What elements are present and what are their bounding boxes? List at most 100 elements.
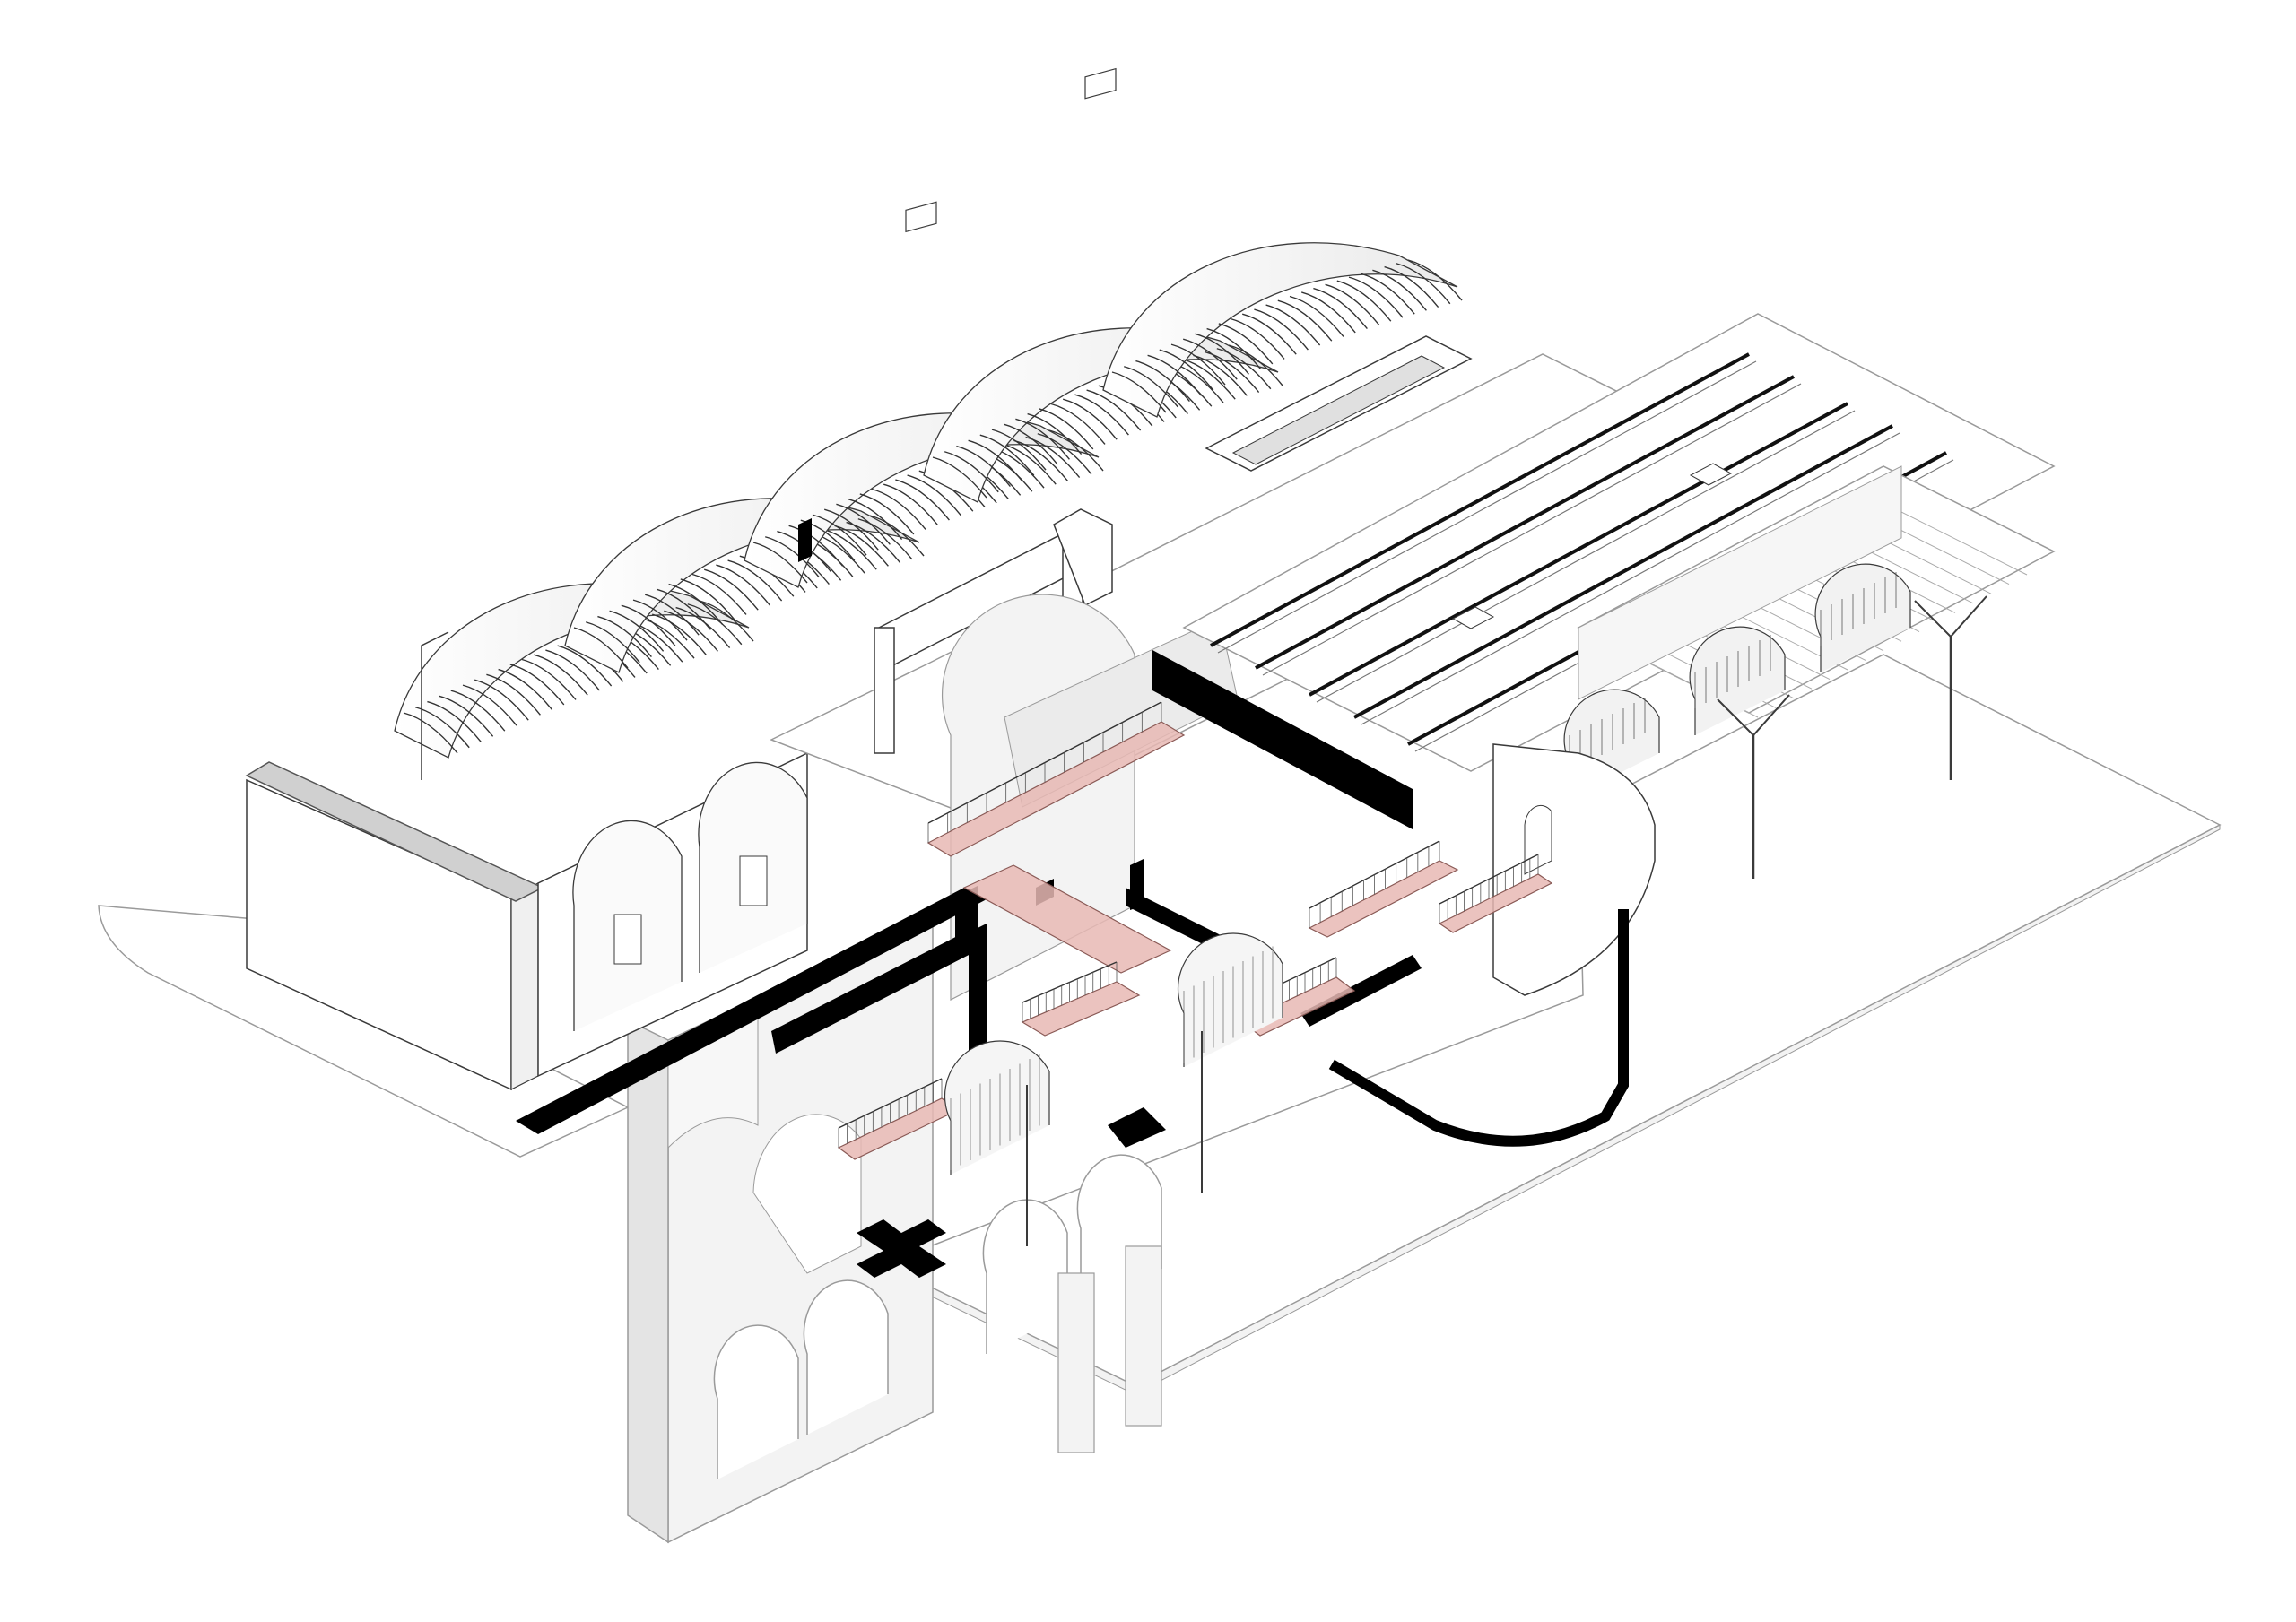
vault-rib [857,518,913,560]
barrel-vault-roofs [394,67,1463,780]
vault-rib [1301,291,1356,334]
vault-rib [687,603,743,646]
canopy-column-head [1717,694,1790,737]
vault-rib [699,600,754,642]
vault-rib [727,559,783,602]
vault-rib [788,525,844,567]
vault-rib [1325,283,1380,325]
ground-slab-left [98,905,630,1158]
canopy-arch-3 [1814,563,1911,672]
vault-rib [1039,408,1094,450]
glazed-arch-2 [1177,932,1283,1067]
vault-rib [1086,389,1142,431]
vault-rib [1181,358,1236,400]
rail-edge-1 [1217,360,1757,654]
vault-rib [1313,287,1368,329]
vault-rib [1254,308,1309,351]
walkway-right [1308,860,1459,938]
barrel-vault-4 [923,67,1283,503]
barrel-vault-2 [564,498,925,673]
rail-edge-4 [1361,432,1900,725]
vault-rib [1037,433,1092,475]
platform-end-wall [1492,743,1656,996]
walkway-deck [1021,981,1141,1037]
vault-rib [846,521,901,563]
vault-rib [834,525,889,567]
vault-rib [668,583,724,625]
pillar-2 [1125,1245,1162,1427]
viaduct-arch-1 [713,1324,799,1479]
track-hatch [1689,463,1733,486]
vault-rib [450,690,506,732]
rail-3 [1309,402,1848,697]
vault-rib [895,479,950,521]
barrel-vault-1 [394,583,754,759]
path-second-diagonal [771,928,978,1054]
vault-rib [586,621,640,664]
vault-rib [956,445,1011,487]
vault-rib [498,668,553,710]
vault-rib [812,514,867,556]
vault-rib [1004,423,1058,465]
vault-skylight [905,201,937,233]
vault-rib [657,588,711,630]
vault-rib [645,594,700,636]
vault-shell [923,327,1279,503]
section-tower-head [1053,508,1113,607]
vault-rib [1048,429,1104,472]
vault-rib [1218,323,1274,365]
gable-edge [421,631,449,780]
vault-rib [1015,418,1070,460]
vault-rib [1372,269,1427,311]
section-column-left [874,627,895,754]
vault-rib [632,599,688,641]
platform-canopy [1492,465,2056,996]
vault-rib [1361,273,1415,315]
vault-rib [1013,439,1068,481]
vault-rib [1159,349,1214,391]
platform-end-door [1524,804,1552,875]
vault-rib [944,451,999,493]
vault-rib [1147,354,1203,396]
vault-rib [848,498,903,540]
vault-rib [474,679,529,721]
vault-rib [652,613,707,655]
vault-rib [486,673,541,716]
building-bay-door-1 [613,914,642,965]
roof-skylight-opening [1231,355,1446,465]
canopy-fascia [1578,465,1902,700]
vault-rib [704,568,759,611]
track-bed [1182,313,2056,772]
vault-rib [716,564,770,606]
cross-marker [857,1219,946,1278]
canopy-arch-2 [1689,626,1786,735]
path-right-beam [1300,955,1422,1027]
vault-rib [403,712,458,754]
vault-rib [1384,265,1439,308]
vault-rib [1027,412,1083,455]
vault-rib [573,627,629,669]
vault-rib [991,429,1047,471]
vault-rib [1135,360,1190,402]
vault-rib [824,508,879,551]
vault-rib [1277,299,1333,342]
walkway-deck [962,864,1172,974]
vault-rib [1205,351,1260,393]
rail-edge-2 [1262,383,1802,676]
vault-rib [1206,327,1262,369]
viaduct-arch-2 [803,1279,889,1435]
vault-skylight [1084,67,1117,100]
vault-rib [462,684,517,726]
vault-rib [1074,394,1129,436]
vault-rib [1336,280,1392,322]
vault-rib [1289,295,1344,337]
vault-rib [439,695,494,737]
vault-rib [859,493,915,535]
cross-shape [857,1219,946,1278]
path-left-post [798,518,812,562]
vault-shell [1102,242,1458,418]
rail-1 [1210,352,1750,647]
rail-2 [1255,375,1795,670]
